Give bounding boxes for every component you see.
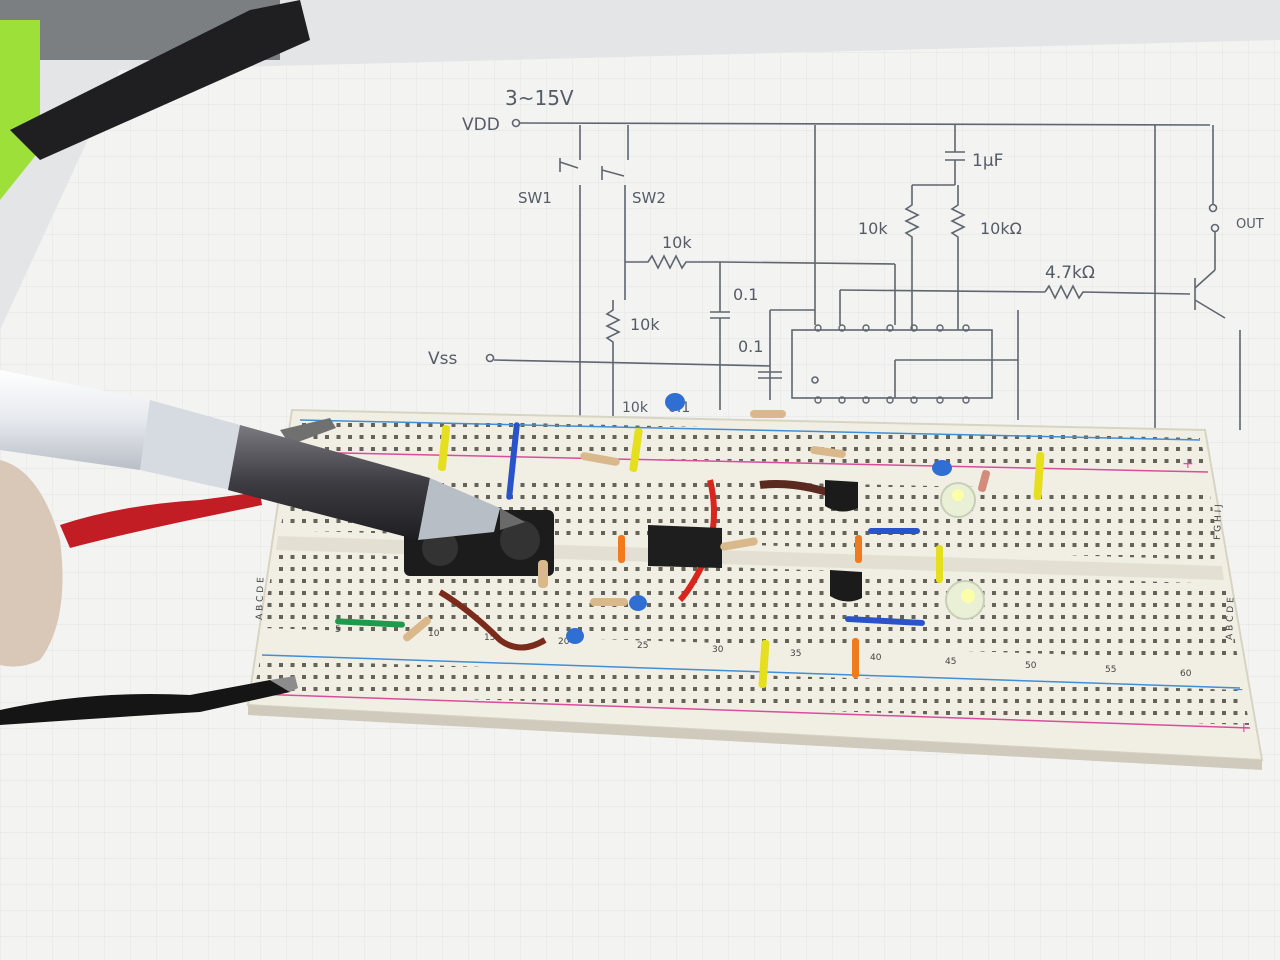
pen-tip [500,508,525,530]
resistor-7 [403,616,431,642]
col-10: 10 [428,629,440,639]
led-1-glow [952,489,964,501]
switch-button-2 [422,530,458,566]
breadboard [246,408,1264,770]
diode [977,470,991,492]
col-50: 50 [1025,661,1037,671]
yellow-jumper-1 [437,425,451,471]
col-60: 60 [1180,669,1192,679]
components [335,393,1045,689]
r-base-label: 4.7kΩ [1045,263,1095,283]
yellow-jumper-2 [629,428,643,472]
black-clip-tip [270,676,298,692]
row-letters-left: A B C D E [255,577,266,620]
pen-clear-section [140,400,240,490]
yellow-jumper-3 [1033,451,1045,501]
brown-jumper-1 [438,589,547,651]
transistor-1 [825,480,858,512]
minus-sign-bottom: − [1232,682,1244,698]
switch-button [500,520,540,560]
capacitor-4 [629,595,647,611]
resistor-3 [810,446,846,458]
resistor-2 [750,410,786,418]
vss-label: Vss [428,349,457,369]
red-alligator-clip [60,492,262,548]
col-20: 20 [558,637,570,647]
green-tool-handle [0,20,40,200]
capacitor-1 [665,393,685,411]
r-left-ic-label: 10k [858,219,888,238]
col-30: 30 [712,645,724,655]
led-2-glow [961,589,975,603]
sw1-label: SW1 [518,189,552,207]
col-40: 40 [870,653,882,663]
capacitor-2 [932,460,952,476]
resistor-4 [720,537,758,551]
r-mid-label: 10k [630,315,660,334]
col-15: 15 [484,633,495,643]
c-mid-label: 0.1 [738,337,763,356]
c-1uf-label: 1μF [972,151,1003,171]
ballpoint-pen [0,370,525,540]
col-35: 35 [790,649,801,659]
orange-jumper-2 [852,638,859,678]
red-clip-tip [280,418,336,445]
ic-chip [648,525,722,568]
col-55: 55 [1105,665,1116,675]
black-alligator-clip [0,680,290,725]
sw2-label: SW2 [632,189,666,207]
yellow-jumper-5 [936,545,943,583]
col-5: 5 [335,625,341,635]
pen-barrel [0,370,150,470]
blue-jumper-2 [868,528,920,534]
resistor-6 [538,560,548,588]
orange-jumper-1 [618,535,625,563]
green-jumper [335,618,405,628]
r-right-ic-label: 10kΩ [980,219,1022,238]
yellow-jumper-4 [758,639,770,689]
probe-clips [0,418,336,725]
vdd-label: VDD [462,115,500,135]
capacitor-3 [566,628,584,644]
breadboard-column-numbers: 5 10 15 20 25 30 35 40 45 50 55 60 [335,625,1192,679]
col-45: 45 [945,657,956,667]
resistor-1 [580,452,620,466]
supply-voltage-label: 3~15V [505,86,574,110]
blue-jumper-3 [845,616,925,626]
pen-grip [228,425,430,540]
r-top-label: 10k [662,233,692,252]
plus-sign-top: + [1182,456,1194,472]
blue-jumper-1 [506,422,520,500]
schematic-drawing [485,118,1241,430]
resistor-5 [590,598,628,606]
pen-cone [418,478,500,540]
out-label: OUT [1236,217,1264,232]
r-bottom-label: 10k [622,400,649,416]
transistor-2 [830,570,862,602]
col-25: 25 [637,641,648,651]
row-letters-right: A B C D E [1225,597,1236,640]
plus-sign-bottom: + [1238,720,1250,736]
ic-pins [814,324,970,404]
c-top-label: 0.1 [733,285,758,304]
orange-jumper-3 [855,535,862,563]
black-ruler [10,0,310,160]
hand-finger [0,460,63,667]
row-letters-right-top: F G H I J [1213,504,1224,540]
